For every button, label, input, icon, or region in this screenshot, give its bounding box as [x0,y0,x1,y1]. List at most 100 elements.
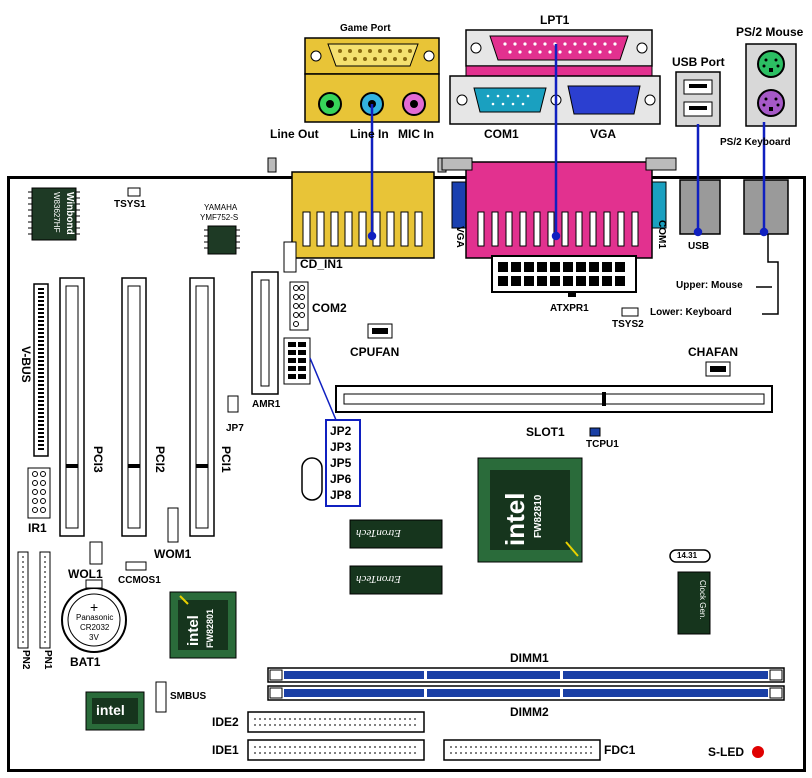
tsys2-label: TSYS2 [612,319,644,330]
jp-callout-box [325,419,361,507]
line-in-label: Line In [350,127,389,141]
usb-ports [675,71,721,127]
vga-side-label: VGA [454,226,465,248]
lpt-com-board [441,157,677,259]
com2-header [289,281,309,331]
lpt1-port [465,29,653,77]
firmware-intel-logo: intel [96,702,125,718]
pci2-slot [121,277,147,537]
ps2-ports [745,43,797,127]
smbus-label: SMBUS [170,691,207,702]
game-port-label: Game Port [340,23,391,34]
wom1-label: WOM1 [154,547,192,561]
atxpr1-label: ATXPR1 [550,303,589,314]
mic-in-label: MIC In [398,127,434,141]
pointer-lines [367,44,769,241]
pn1-label: PN1 [42,650,53,670]
tsys2-sensor [621,307,639,317]
chafan-label: CHAFAN [688,345,738,359]
etrontech-label-1: EtronTech [356,527,402,539]
ps2-keyboard-label: PS/2 Keyboard [720,137,791,148]
bat1-battery [61,579,127,653]
bat1-label: BAT1 [70,655,101,669]
wol1-header [89,541,103,565]
ccmos1-jumper [125,561,147,571]
ide2-connector [247,711,425,733]
fdc1-label: FDC1 [604,743,636,757]
battery-brand-label: Panasonic [76,613,114,622]
yamaha-label: YAMAHA [204,203,238,212]
etrontech-chip-1 [349,519,443,549]
ir1-label: IR1 [28,521,47,535]
pci3-slot [59,277,85,537]
battery-plus-label: + [90,599,99,615]
sled-label: S-LED [708,745,744,759]
com1-label: COM1 [484,127,519,141]
pci2-label: PCI2 [153,446,167,473]
lpt1-label: LPT1 [540,13,570,27]
cpufan-header [367,323,393,339]
pci1-label: PCI1 [219,446,233,473]
pci3-label: PCI3 [91,446,105,473]
jp8-label: JP8 [330,488,352,502]
dimm2-slot [267,685,785,701]
slot1-label: SLOT1 [526,425,565,439]
jp6-label: JP6 [330,472,352,486]
com2-label: COM2 [312,301,347,315]
ps2-mouse-label: PS/2 Mouse [736,25,804,39]
fdc1-connector [443,739,601,761]
southbridge-model-label: FW82801 [205,608,215,648]
northbridge-chip [477,457,583,563]
intel-firmware-chip [85,691,145,731]
crystal-label: 14.31 [677,551,698,560]
usb-board-label: USB [688,241,710,252]
tsys1-sensor [127,187,141,197]
southbridge-intel-logo: intel [185,615,202,646]
southbridge-chip [169,591,237,659]
etrontech-chip-2 [349,565,443,595]
lower-keyboard-label: Lower: Keyboard [650,307,732,318]
upper-mouse-label: Upper: Mouse [676,280,743,291]
usb-board [679,179,721,235]
pn2-header [17,551,29,649]
com1-side-label: COM1 [656,220,667,249]
amr1-label: AMR1 [252,399,281,410]
dimm1-slot [267,667,785,683]
cd-in1-label: CD_IN1 [300,257,343,271]
northbridge-model-label: FW82810 [533,494,544,538]
vga-label: VGA [590,127,617,141]
game-port [304,37,440,75]
ide2-label: IDE2 [212,715,239,729]
battery-model-label: CR2032 [80,623,110,632]
usb-port-label: USB Port [672,55,725,69]
jp7-label: JP7 [226,423,244,434]
tcpu1-sensor [589,427,601,437]
ide1-connector [247,739,425,761]
chafan-header [705,361,731,377]
line-out-label: Line Out [270,127,319,141]
game-port-board [267,157,447,259]
ps2-board [743,179,789,235]
vbus-connector [33,283,49,457]
winbond-chip [28,187,80,241]
vbus-label: V-BUS [19,346,33,383]
jp7-header [227,395,239,413]
tcpu1-label: TCPU1 [586,439,619,450]
pn2-label: PN2 [20,650,31,670]
cd-in1-header [283,241,297,273]
wol1-label: WOL1 [68,567,103,581]
ccmos1-label: CCMOS1 [118,575,161,586]
ir1-header [27,467,51,519]
dimm2-label: DIMM2 [510,705,549,719]
yamaha-model-label: YMF752-S [200,213,239,222]
slot1-cpu-slot [335,385,773,413]
smbus-header [155,681,167,713]
amr1-slot [251,271,279,395]
crystal-oval [301,457,323,501]
pci1-slot [189,277,215,537]
tsys1-label: TSYS1 [114,199,146,210]
wom1-header [167,507,179,543]
crystal-1431 [669,549,711,563]
etrontech-label-2: EtronTech [356,573,402,585]
